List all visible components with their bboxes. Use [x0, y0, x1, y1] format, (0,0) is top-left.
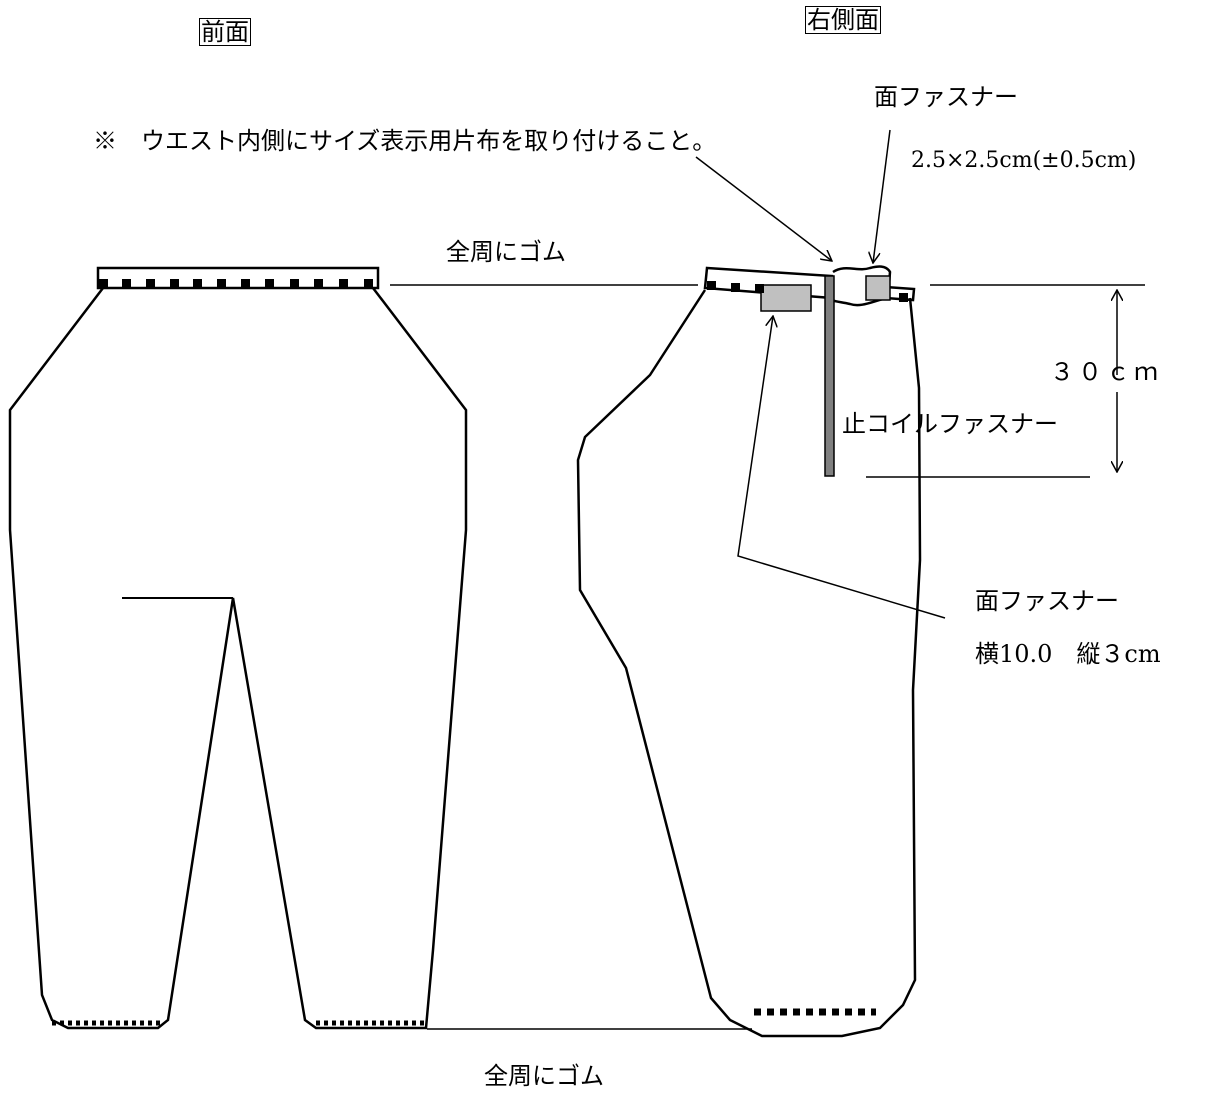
front-waistband: [96, 266, 380, 290]
velcro-small: [865, 275, 891, 301]
hem-elastic-label: 全周にゴム: [484, 1062, 604, 1090]
size-label-arrow: [695, 156, 832, 261]
front-trouser-outline: [8, 287, 468, 1030]
front-waist-elastic-marks: [99, 279, 373, 289]
coil-zipper: [824, 275, 835, 477]
velcro-large-title: 面ファスナー: [975, 587, 1119, 615]
side-view: [576, 265, 922, 1038]
side-view-title: 右側面: [805, 6, 881, 34]
velcro-large: [760, 284, 812, 312]
velcro-small-title: 面ファスナー: [874, 83, 1018, 111]
side-waist-elastic-marks: [707, 281, 908, 302]
waist-elastic-label: 全周にゴム: [446, 238, 566, 266]
side-trouser-outline: [576, 289, 922, 1038]
front-view: [8, 266, 468, 1030]
velcro-small-dimensions: 2.5×2.5cm(±0.5cm): [911, 148, 1137, 173]
coil-zipper-label: 止コイルファスナー: [842, 410, 1058, 438]
velcro-small-arrow: [873, 129, 891, 263]
front-view-title: 前面: [199, 18, 251, 46]
height-30cm-label: ３０ｃｍ: [1050, 358, 1162, 386]
leader-lines: [390, 129, 1145, 1030]
velcro-large-dimensions: 横10.0 縦３cm: [975, 640, 1161, 668]
size-label-note: ※ ウエスト内側にサイズ表示用片布を取り付けること。: [93, 127, 717, 155]
velcro-large-leader: [737, 316, 946, 619]
